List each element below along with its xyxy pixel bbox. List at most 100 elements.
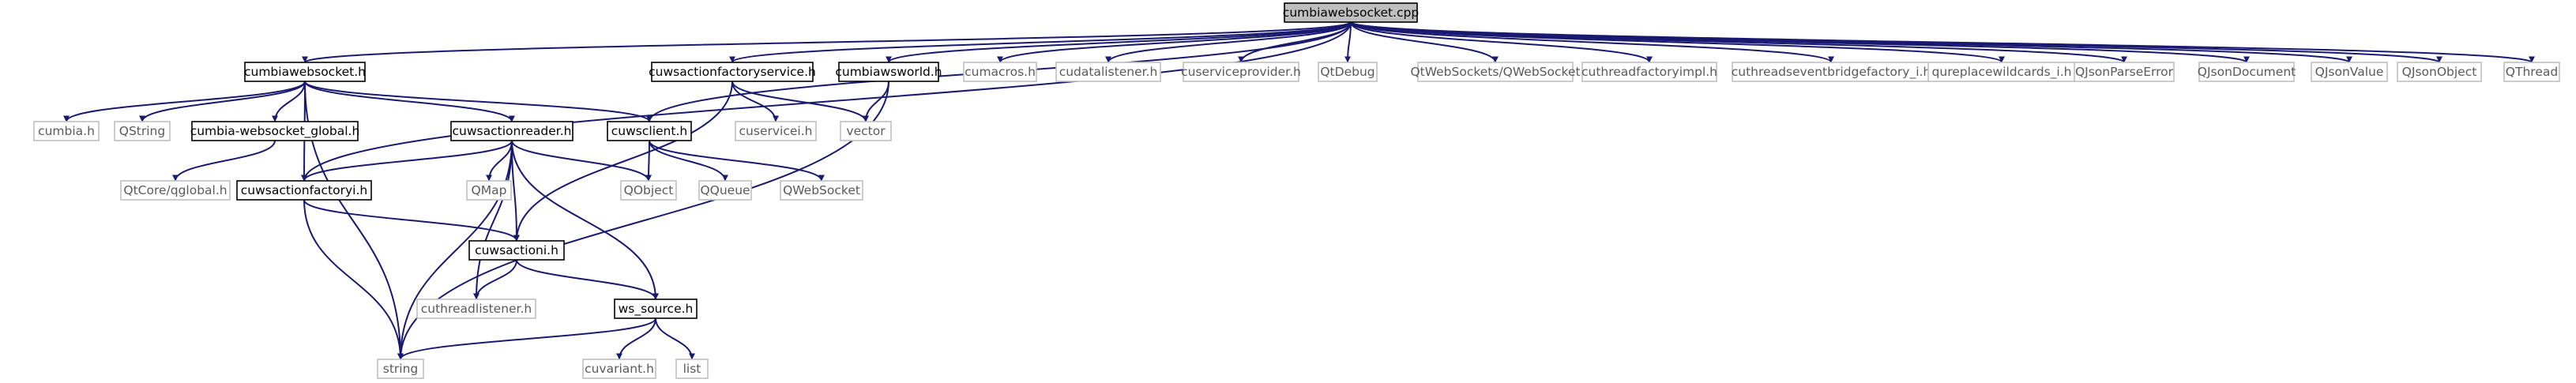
node-box [963, 62, 1037, 82]
edge-main-to-factsvc [729, 21, 1352, 63]
node-cuwsactioni-h[interactable]: cuwsactioni.h [468, 240, 565, 261]
node-box [1417, 62, 1574, 82]
node-cumbiawebsocket-cpp[interactable]: cumbiawebsocket.cpp [1283, 2, 1419, 23]
edge-main-to-world [886, 21, 1352, 63]
node-cumbiawebsocket-h[interactable]: cumbiawebsocket.h [244, 62, 366, 82]
node-qtwebsockets-qwebsocket: QtWebSockets/QWebSocket [1410, 62, 1581, 82]
node-qtcore-qglobal-h: QtCore/qglobal.h [120, 180, 231, 201]
edge-main-to-cuthevb [1350, 21, 1834, 63]
edge-actioni-to-wssrc [516, 259, 659, 300]
node-box [120, 180, 231, 201]
node-label: QObject [624, 183, 674, 197]
node-cuwsclient-h[interactable]: cuwsclient.h [607, 121, 692, 141]
edge-main-to-qthread [1350, 21, 2535, 63]
edge-cws_h-to-reader [304, 81, 515, 122]
node-label: cuwsactioni.h [475, 243, 558, 257]
node-qstring: QString [114, 121, 171, 141]
edge-factoryi-to-actioni [303, 199, 520, 242]
node-vector: vector [840, 121, 892, 141]
node-label: QWebSocket [783, 183, 860, 197]
node-box [114, 121, 171, 141]
edge-main-to-cws_h [302, 21, 1352, 63]
node-label: cuwsactionfactoryi.h [241, 183, 367, 197]
node-label: cumbia.h [38, 124, 95, 138]
node-cumacros-h: cumacros.h [963, 62, 1037, 82]
node-box [466, 180, 512, 201]
node-label: QtCore/qglobal.h [123, 183, 227, 197]
edge-reader-to-cuthl [473, 140, 513, 300]
node-box [607, 121, 692, 141]
node-cumbiawsworld-h[interactable]: cumbiawsworld.h [835, 62, 942, 82]
node-cumbia-websocket-global-h[interactable]: cumbia-websocket_global.h [190, 121, 360, 141]
node-box [698, 180, 752, 201]
edge-cws_h-to-qstring [139, 81, 306, 122]
node-cuwsactionfactoryi-h[interactable]: cuwsactionfactoryi.h [236, 180, 372, 201]
node-cuvariant-h: cuvariant.h [582, 359, 656, 379]
edge-factoryi-to-string [303, 199, 404, 360]
node-box [1318, 62, 1378, 82]
node-label: cuvariant.h [585, 362, 654, 376]
edge-main-to-qtws [1350, 21, 1499, 63]
node-box [582, 359, 656, 379]
edge-cws_h-to-cumbia [63, 81, 306, 122]
node-box [416, 299, 536, 319]
node-string: string [377, 359, 424, 379]
node-box [450, 121, 573, 141]
node-qjsonparseerror: QJsonParseError [2074, 62, 2175, 82]
edge-wssrc-to-string [397, 317, 656, 360]
node-box [1284, 2, 1418, 23]
node-cuserviceprovider-h: cuserviceprovider.h [1181, 62, 1301, 82]
node-ws-source-h[interactable]: ws_source.h [614, 299, 698, 319]
node-qwebsocket: QWebSocket [780, 180, 863, 201]
node-qjsonobject: QJsonObject [2397, 62, 2482, 82]
node-label: QString [119, 124, 165, 138]
node-cumbia-h: cumbia.h [33, 121, 100, 141]
node-label: cuthreadfactoryimpl.h [1581, 65, 1717, 79]
node-label: QQueue [700, 183, 750, 197]
edge-main-to-qjdoc [1350, 21, 2250, 63]
node-box [2311, 62, 2388, 82]
node-label: cudatalistener.h [1059, 65, 1158, 79]
node-box [244, 62, 366, 82]
edge-main-to-cuthfact [1350, 21, 1653, 63]
node-box [614, 299, 698, 319]
node-box [468, 240, 565, 261]
edge-reader-to-wssrc [511, 140, 659, 300]
node-cuwsactionfactoryservice-h[interactable]: cuwsactionfactoryservice.h [649, 62, 816, 82]
node-label: cuserviceprovider.h [1181, 65, 1301, 79]
node-label: QtDebug [1320, 65, 1374, 79]
edge-cws_h-to-global [272, 81, 306, 122]
node-box [33, 121, 100, 141]
node-box [735, 121, 817, 141]
node-qjsondocument: QJsonDocument [2198, 62, 2296, 82]
edge-main-to-cumacros [997, 21, 1352, 63]
node-box [2198, 62, 2295, 82]
edge-wssrc-to-cuvariant [616, 317, 656, 360]
node-box [620, 180, 677, 201]
node-box [780, 180, 863, 201]
node-qobject: QObject [620, 180, 677, 201]
node-box [2397, 62, 2482, 82]
node-label: qureplacewildcards_i.h [1932, 65, 2072, 80]
node-box [1055, 62, 1161, 82]
edge-main-to-qtdebug [1344, 21, 1352, 63]
node-label: vector [846, 124, 886, 138]
edge-wssrc-to-list [655, 317, 695, 360]
node-box [236, 180, 372, 201]
edge-factsvc-to-cuservicei [731, 81, 779, 122]
node-label: QJsonValue [2315, 65, 2384, 79]
edge-client-to-qqueue [649, 140, 728, 182]
node-box [377, 359, 424, 379]
node-qjsonvalue: QJsonValue [2311, 62, 2388, 82]
node-qmap: QMap [466, 180, 512, 201]
node-cuthreadseventbridgefactory-i-h: cuthreadseventbridgefactory_i.h [1732, 62, 1931, 82]
node-label: cumbiawsworld.h [835, 65, 942, 79]
node-cuwsactionreader-h[interactable]: cuwsactionreader.h [450, 121, 573, 141]
node-qureplacewildcards-i-h: qureplacewildcards_i.h [1927, 62, 2076, 82]
node-box [2503, 62, 2560, 82]
node-label: cumbiawebsocket.cpp [1283, 6, 1419, 20]
node-layer: cumbiawebsocket.cpp cumbiawebsocket.h cuws… [33, 2, 2560, 379]
node-label: QMap [472, 183, 507, 197]
node-box [675, 359, 709, 379]
